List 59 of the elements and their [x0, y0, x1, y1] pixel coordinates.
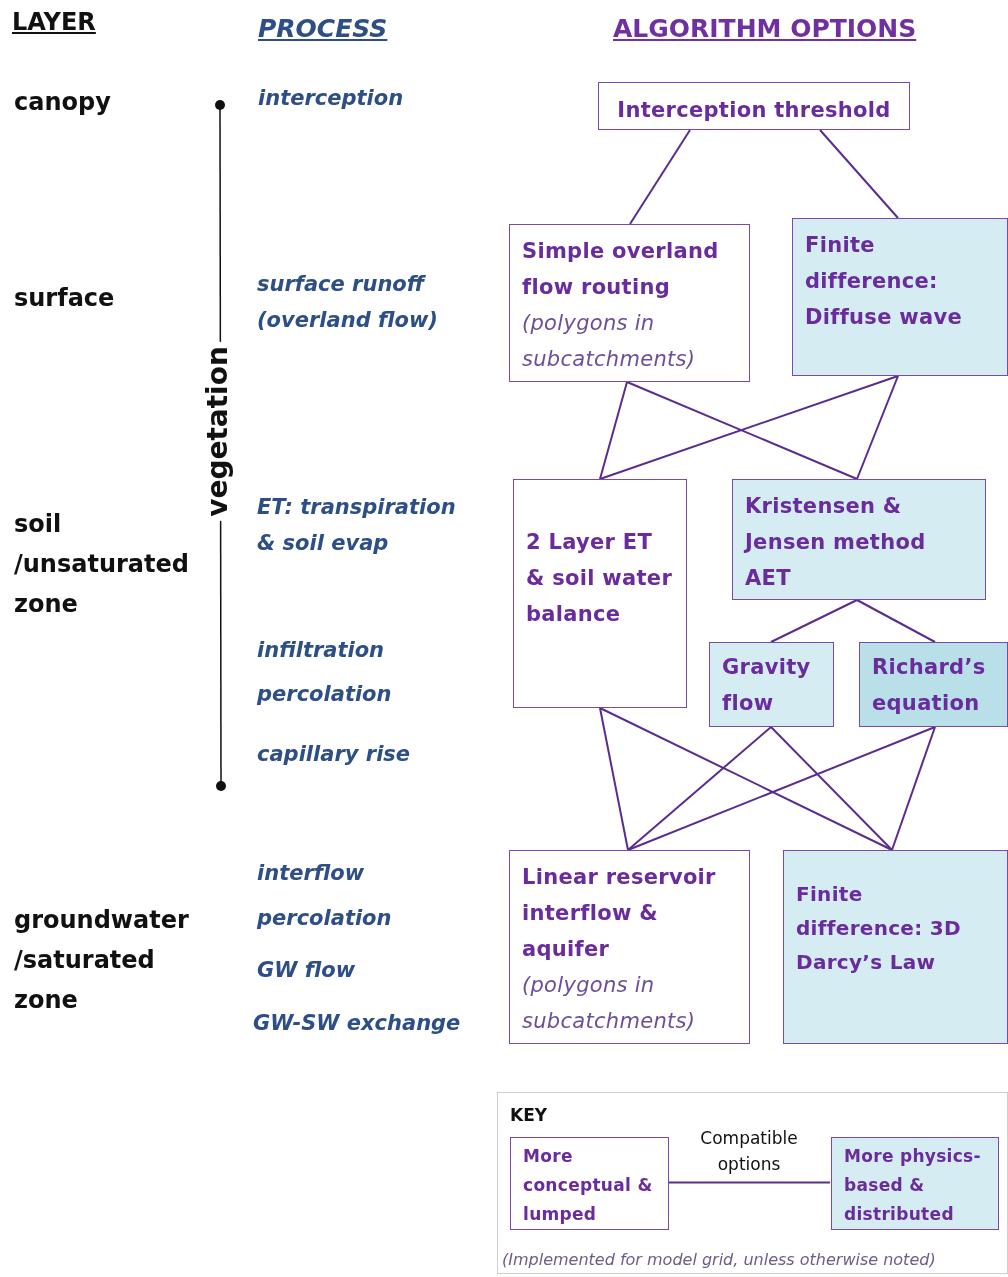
option-title: More physics-based & distributed: [844, 1145, 982, 1226]
option-box: [831, 1137, 999, 1230]
column-heading: LAYER: [12, 8, 96, 36]
process-label: interflow: [257, 860, 365, 887]
option-box: [783, 850, 1008, 1044]
column-heading: ALGORITHM OPTIONS: [613, 14, 917, 43]
connector-line: [891, 726, 936, 851]
connector-line: [626, 381, 858, 480]
connector-line: [629, 129, 691, 225]
option-box: [510, 1137, 669, 1230]
option-box: [598, 82, 910, 130]
option-note: (polygons in subcatchments): [522, 972, 697, 1035]
option-title: Simple overland flow routing: [522, 238, 720, 301]
option-title: More conceptual & lumped: [523, 1145, 654, 1226]
option-note: (polygons in subcatchments): [522, 310, 697, 373]
process-label: ET: transpiration & soil evap: [257, 494, 457, 557]
connector-line: [599, 707, 629, 851]
connector-line: [819, 129, 899, 219]
option-box: [509, 850, 750, 1044]
connector-line: [770, 599, 858, 643]
connector-line: [599, 381, 628, 480]
connector-line: [667, 1181, 831, 1184]
option-title: Richard’s equation: [872, 654, 987, 717]
option-box: [509, 224, 750, 382]
option-title: Finite difference: Diffuse wave: [805, 232, 963, 331]
connector-line: [856, 599, 936, 643]
process-label: interception: [258, 85, 404, 112]
key-title: KEY: [510, 1105, 548, 1125]
option-title: Gravity flow: [722, 654, 812, 717]
process-label: infiltration: [257, 637, 385, 664]
option-box: [513, 479, 687, 708]
layer-label: surface: [14, 283, 115, 314]
layer-label: canopy: [14, 87, 111, 118]
option-title: Interception threshold: [616, 97, 892, 124]
connector-line: [856, 375, 899, 480]
key-note: (Implemented for model grid, unless otherwise noted): [502, 1250, 936, 1269]
connector-line: [627, 726, 772, 851]
process-label: percolation: [257, 681, 392, 708]
connector-line: [599, 707, 893, 851]
option-box: [709, 642, 834, 727]
process-label: surface runoff (overland flow): [257, 271, 439, 334]
connector-line: [599, 375, 899, 480]
option-box: [792, 218, 1008, 376]
option-title: Finite difference: 3D Darcy’s Law: [796, 881, 962, 976]
process-label: capillary rise: [257, 741, 411, 768]
process-label: percolation: [257, 905, 392, 932]
option-title: Kristensen & Jensen method AET: [745, 493, 927, 592]
layer-label: soil /unsaturated zone: [14, 509, 190, 620]
layer-label: groundwater /saturated zone: [14, 905, 190, 1016]
option-title: Linear reservoir interflow & aquifer: [522, 864, 717, 963]
option-box: [732, 479, 986, 600]
process-label: GW flow: [257, 957, 356, 984]
column-heading: PROCESS: [258, 14, 388, 43]
option-box: [859, 642, 1008, 727]
connector-line: [627, 726, 936, 851]
process-label: GW-SW exchange: [253, 1010, 461, 1037]
connector-line: [770, 726, 893, 851]
key-panel: [497, 1092, 1008, 1274]
option-title: 2 Layer ET & soil water balance: [526, 529, 674, 628]
